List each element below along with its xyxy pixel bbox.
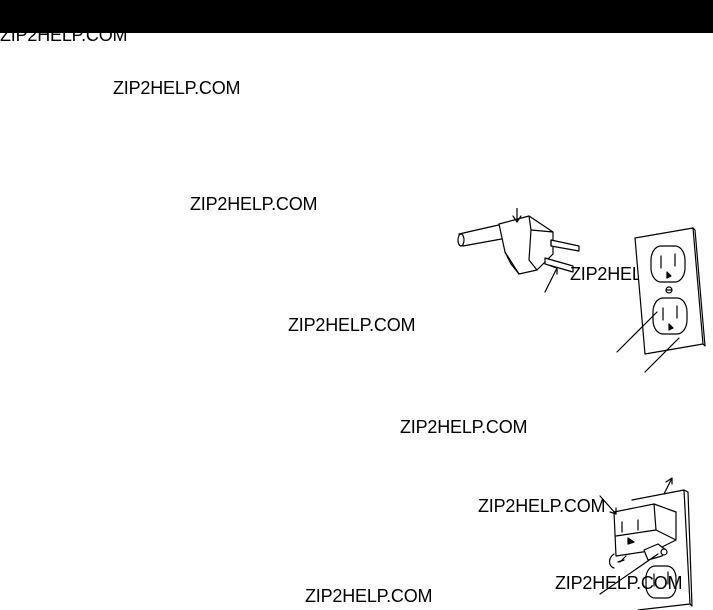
header-bar [0, 0, 713, 33]
polarized-plug-icon [457, 208, 580, 293]
watermark-text: ZIP2HELP.COM [113, 78, 241, 98]
watermark-text: ZIP2HELP.COM [305, 586, 433, 606]
watermark-text: ZIP2HELP.COM [190, 194, 318, 214]
watermark-text: ZIP2HELP.COM [400, 417, 528, 437]
wall-outlet-icon [616, 227, 706, 373]
watermark-text: ZIP2HELP.COM [0, 25, 128, 45]
watermark-text: ZIP2HELP.COM [478, 496, 606, 516]
watermark-text: ZIP2HELP.COM [555, 573, 683, 593]
watermark-text: ZIP2HELP.COM [288, 315, 416, 335]
grounding-adapter-outlet-icon [599, 477, 693, 610]
